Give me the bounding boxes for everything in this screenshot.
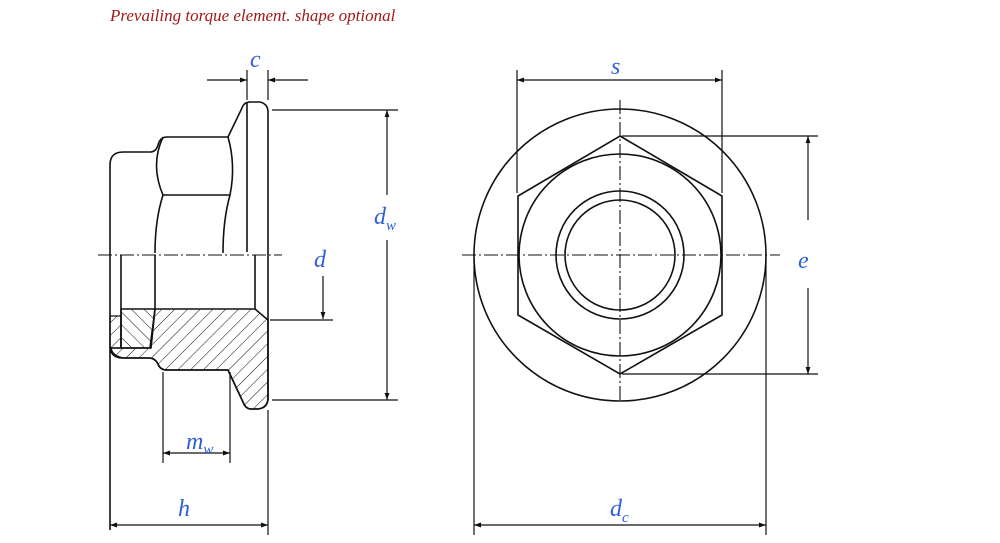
label-c: c <box>250 47 261 73</box>
insert-retainer <box>109 315 122 349</box>
hex-curve-left <box>154 136 164 254</box>
side-view: c dw d mw h <box>98 47 398 535</box>
label-h: h <box>178 496 190 522</box>
front-view: s e dc <box>462 54 818 535</box>
label-d: d <box>314 247 327 273</box>
label-dw: dw <box>374 204 396 234</box>
label-mw: mw <box>186 429 213 458</box>
label-dc: dc <box>610 496 629 526</box>
torque-insert <box>120 308 156 349</box>
label-s: s <box>611 54 620 80</box>
drawing-title: Prevailing torque element. shape optiona… <box>110 6 396 25</box>
label-e: e <box>798 248 809 274</box>
section-body <box>110 308 269 410</box>
